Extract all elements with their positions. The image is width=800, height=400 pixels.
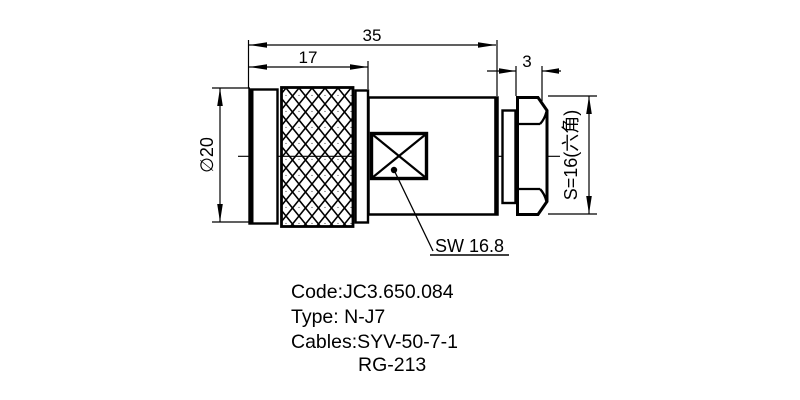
spec-cables-alt-line: RG-213 (358, 354, 426, 376)
dim-hex-size-label: S=16(六角) (561, 110, 581, 201)
hex-nut (516, 96, 549, 216)
spec-text-block: Code:JC3.650.084 Type: N-J7 Cables:SYV-5… (291, 281, 458, 376)
knurled-coupling-nut (280, 86, 355, 228)
spec-cables-line: Cables:SYV-50-7-1 (291, 331, 458, 353)
dim-body-diameter-label: ∅20 (197, 137, 217, 173)
wrench-size-label: SW 16.8 (435, 236, 504, 256)
dim-overall-length-label: 35 (363, 26, 382, 45)
wrench-size-callout: SW 16.8 (390, 166, 509, 256)
mating-face-cap (248, 88, 279, 225)
spec-type-line: Type: N-J7 (291, 306, 385, 328)
dim-overall-length: 35 (247, 26, 498, 96)
crimp-section-marker (369, 131, 429, 181)
spec-code-line: Code:JC3.650.084 (291, 281, 454, 303)
dim-knurl-length-label: 17 (299, 48, 318, 67)
dim-body-diameter: ∅20 (197, 87, 250, 223)
leader-line (393, 169, 434, 252)
dim-hex-width-label: 3 (522, 52, 531, 71)
rear-groove (501, 109, 517, 205)
dim-hex-width: 3 (487, 52, 561, 101)
collar (354, 89, 370, 224)
dim-hex-size: S=16(六角) (548, 95, 597, 215)
dim-knurl-length: 17 (249, 48, 369, 89)
